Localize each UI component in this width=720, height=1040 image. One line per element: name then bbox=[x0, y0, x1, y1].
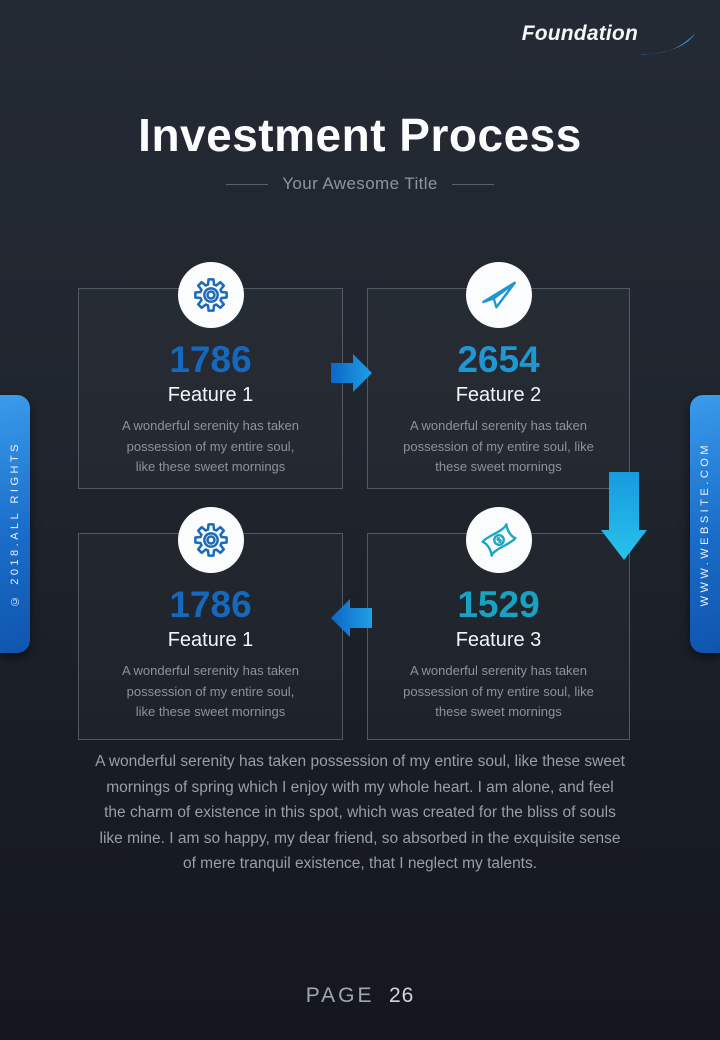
brand-logo: Foundation bbox=[522, 22, 696, 58]
left-arrow-icon bbox=[331, 599, 372, 637]
gear-icon bbox=[193, 278, 228, 312]
feature-card-2-number: 2654 bbox=[457, 339, 540, 380]
footer: PAGE 26 bbox=[0, 984, 720, 1008]
copyright-ribbon: © 2018.ALL RIGHTS bbox=[0, 395, 30, 653]
feature-card-1-badge bbox=[177, 262, 244, 328]
feature-card-2-title: Feature 2 bbox=[455, 384, 542, 406]
feature-card-2: 2654 Feature 2 A wonderful serenity has … bbox=[367, 262, 630, 489]
swoosh-icon bbox=[640, 33, 696, 55]
feature-card-2-description: A wonderful serenity has taken possessio… bbox=[403, 418, 594, 474]
website-ribbon[interactable]: WWW.WEBSITE.COM bbox=[690, 395, 720, 653]
gear-icon bbox=[193, 523, 228, 557]
feature-card-1-description: A wonderful serenity has taken possessio… bbox=[121, 418, 300, 474]
subtitle-line-left bbox=[226, 183, 269, 185]
feature-card-2-badge bbox=[465, 262, 532, 328]
subtitle-line-right bbox=[451, 183, 494, 185]
feature-card-1: 1786 Feature 1 A wonderful serenity has … bbox=[78, 262, 343, 489]
paper-plane-icon bbox=[481, 281, 516, 309]
footer-page-label: PAGE bbox=[305, 984, 375, 1007]
feature-card-1-number: 1786 bbox=[169, 339, 252, 380]
brand-logo-text: Foundation bbox=[521, 22, 638, 45]
page-title: Investment Process bbox=[138, 109, 582, 161]
feature-card-4-badge: $ bbox=[465, 507, 532, 573]
feature-card-3-title: Feature 1 bbox=[167, 629, 254, 651]
feature-card-3: 1786 Feature 1 A wonderful serenity has … bbox=[78, 507, 343, 740]
feature-card-4-number: 1529 bbox=[457, 584, 540, 625]
feature-card-4-description: A wonderful serenity has taken possessio… bbox=[403, 663, 594, 719]
feature-card-4: $ 1529 Feature 3 A wonderful serenity ha… bbox=[367, 507, 630, 740]
copyright-ribbon-label: © 2018.ALL RIGHTS bbox=[9, 441, 21, 607]
website-ribbon-label: WWW.WEBSITE.COM bbox=[699, 441, 711, 607]
money-icon: $ bbox=[481, 523, 516, 557]
feature-card-3-number: 1786 bbox=[169, 584, 252, 625]
right-arrow-icon bbox=[331, 354, 372, 392]
svg-text:$: $ bbox=[494, 535, 502, 545]
page-subtitle-row: Your Awesome Title bbox=[0, 174, 720, 194]
feature-card-3-badge bbox=[177, 507, 244, 573]
page-subtitle: Your Awesome Title bbox=[282, 174, 438, 193]
feature-card-3-description: A wonderful serenity has taken possessio… bbox=[121, 663, 300, 719]
body-paragraph: A wonderful serenity has taken possessio… bbox=[95, 753, 625, 872]
down-arrow-icon bbox=[601, 472, 647, 560]
feature-card-1-title: Feature 1 bbox=[167, 384, 254, 406]
footer-page-number: 26 bbox=[388, 984, 415, 1007]
feature-card-4-title: Feature 3 bbox=[455, 629, 542, 651]
